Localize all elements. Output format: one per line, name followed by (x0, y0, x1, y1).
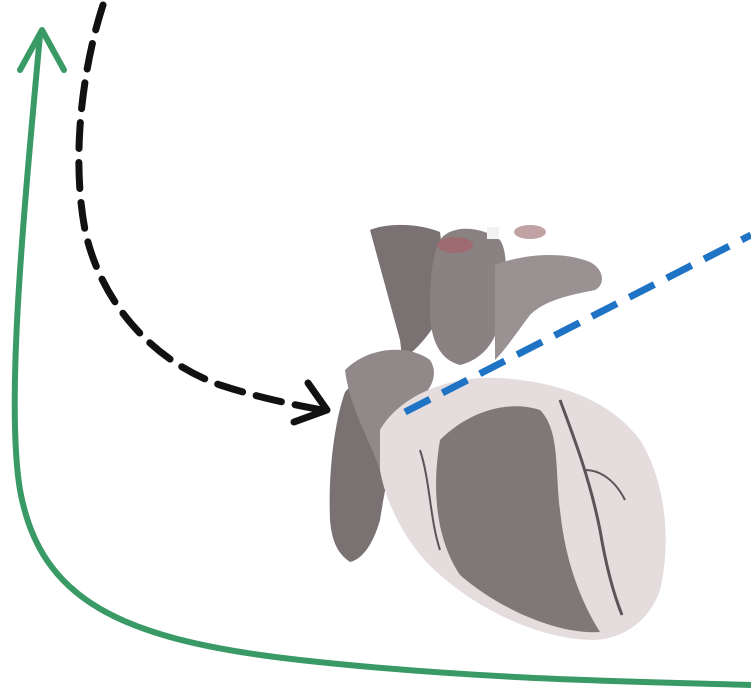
heart-vessel-clip (487, 227, 499, 239)
heart-vessel-opening-2 (514, 225, 546, 239)
heart-vessel-opening-1 (437, 237, 473, 253)
